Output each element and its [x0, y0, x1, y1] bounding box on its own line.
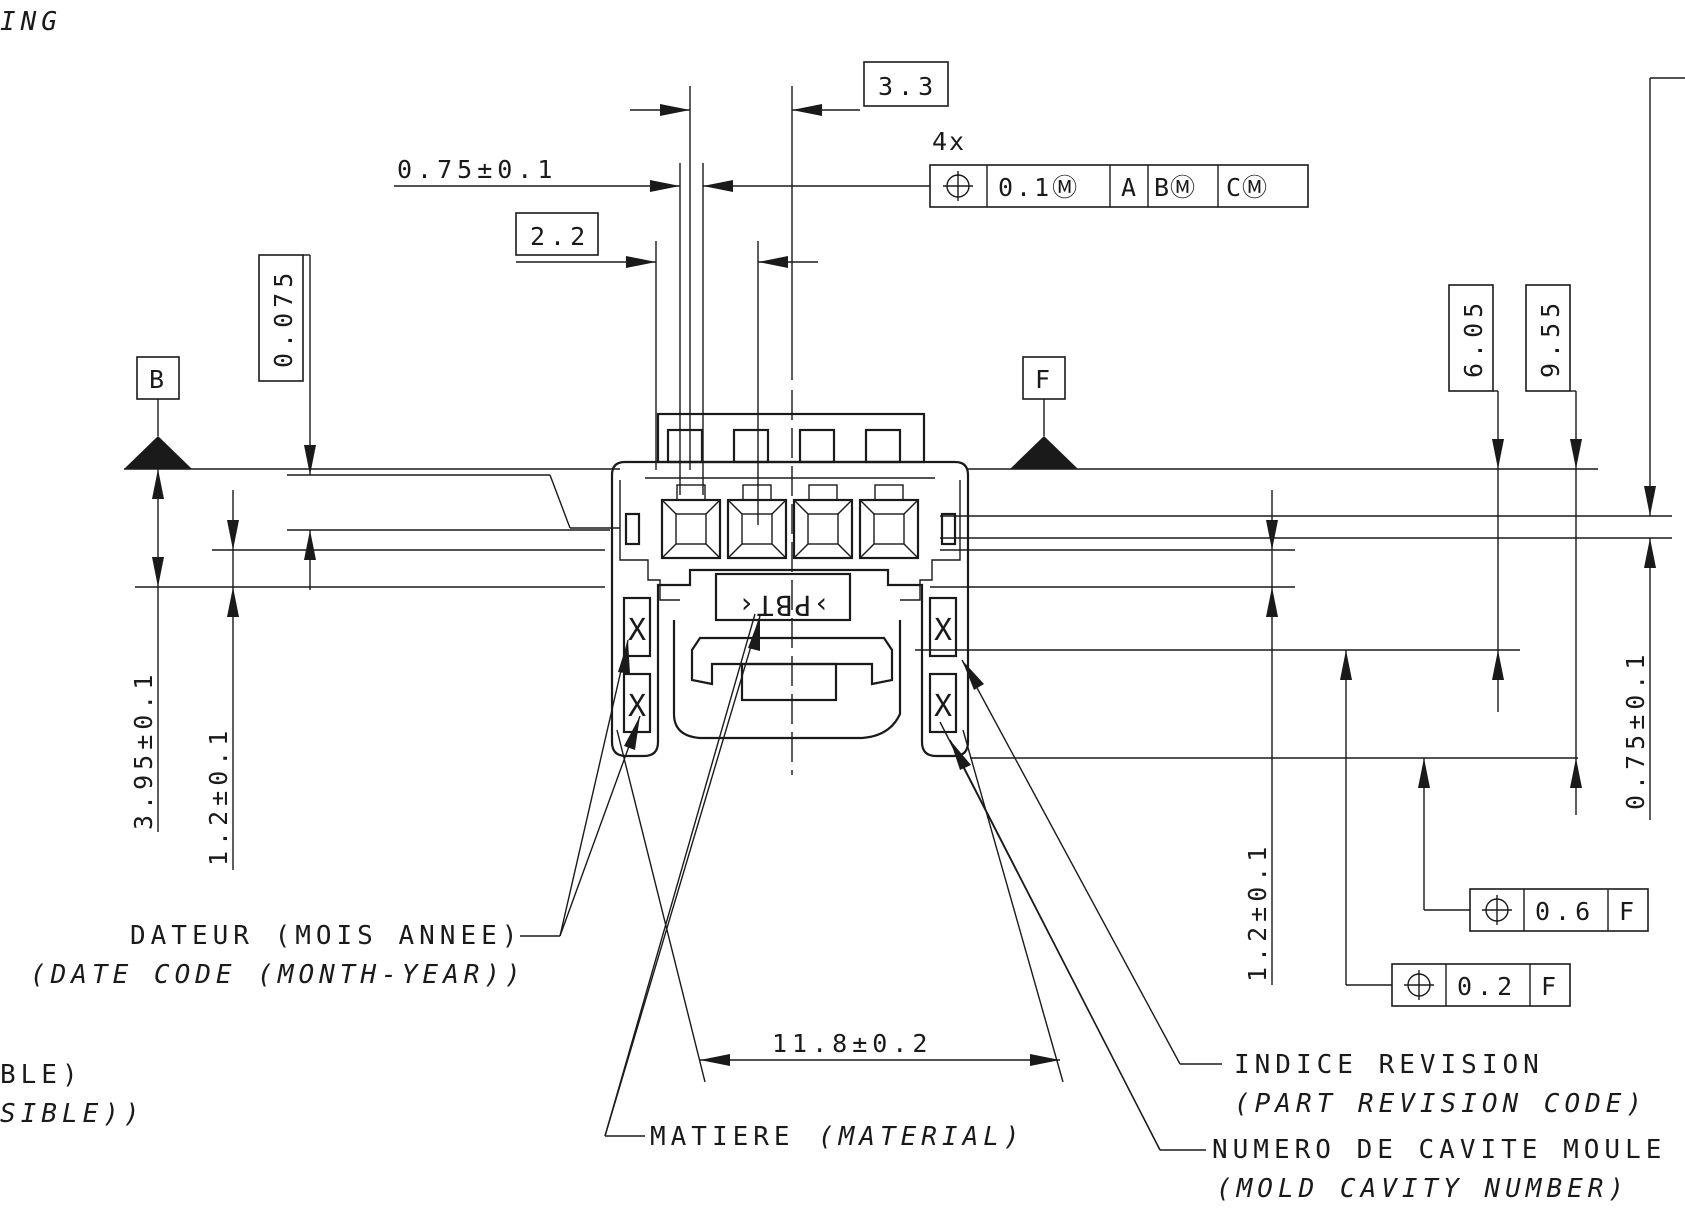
- datum-f: F: [1010, 356, 1078, 469]
- dim-2-2-value: 2.2: [530, 222, 590, 251]
- partial-label-fr: BLE): [0, 1060, 83, 1090]
- callout-revision: INDICE REVISION (PART REVISION CODE): [961, 659, 1647, 1119]
- dim-6-05-value: 6.05: [1459, 298, 1488, 378]
- mark-x-label: X: [934, 689, 952, 724]
- mark-x-right-bottom: X: [928, 672, 958, 734]
- datum-b-label: B: [149, 365, 169, 394]
- gdt-0-2-tolerance: 0.2: [1457, 972, 1517, 1001]
- dim-0-75-right-value: 0.75±0.1: [1621, 650, 1650, 810]
- quantity-4x: 4x: [932, 127, 966, 156]
- date-code-label-en: (DATE CODE (MONTH-YEAR)): [30, 960, 526, 990]
- callout-material: MATIERE (MATERIAL): [604, 613, 1025, 1152]
- dim-3-95: 3.95±0.1: [129, 469, 605, 832]
- date-code-label-fr: DATEUR (MOIS ANNEE): [130, 921, 522, 951]
- dim-1-2-left: 1.2±0.1: [204, 490, 605, 870]
- cavity-1: [660, 484, 722, 560]
- gdt-tolerance: 0.1Ⓜ: [998, 173, 1080, 202]
- cavity-label-en: (MOLD CAVITY NUMBER): [1216, 1174, 1629, 1204]
- gdt-0-2-datum: F: [1541, 972, 1561, 1001]
- mark-x-right-top: X: [928, 596, 958, 658]
- dim-0-75-right: 0.75±0.1: [1621, 77, 1685, 820]
- drawing-title-fragment: ING: [0, 7, 62, 37]
- revision-label-en: (PART REVISION CODE): [1234, 1089, 1647, 1119]
- datum-b: B: [124, 356, 192, 469]
- cavity-3: [792, 484, 854, 560]
- gdt-frame-0-2: 0.2 F: [1340, 650, 1571, 1007]
- dim-1-2-right: 1.2±0.1: [1243, 490, 1278, 985]
- dim-9-55-value: 9.55: [1536, 298, 1565, 378]
- gdt-frame-0-6: 0.6 F: [1418, 758, 1649, 932]
- material-label-fr: MATIERE: [650, 1122, 795, 1152]
- dim-11-8: 11.8±0.2: [616, 729, 1064, 1083]
- dim-11-8-value: 11.8±0.2: [772, 1029, 932, 1058]
- cavity-label-fr: NUMERO DE CAVITE MOULE: [1212, 1135, 1666, 1165]
- dim-0-075-value: 0.075: [269, 268, 298, 368]
- partial-label-en: SIBLE)): [0, 1099, 145, 1129]
- gdt-0-6-tolerance: 0.6: [1535, 897, 1595, 926]
- revision-label-fr: INDICE REVISION: [1234, 1050, 1544, 1080]
- dim-0-75-value: 0.75±0.1: [397, 155, 557, 184]
- gdt-datum-b: BⓂ: [1154, 173, 1196, 202]
- gdt-datum-c: CⓂ: [1226, 173, 1268, 202]
- dim-1-2-right-value: 1.2±0.1: [1243, 842, 1272, 982]
- dim-0-75: 0.75±0.1: [394, 155, 930, 495]
- cavity-2: [726, 484, 788, 560]
- dim-0-075: 0.075: [258, 254, 620, 590]
- mark-x-label: X: [934, 613, 952, 648]
- mark-x-label: X: [628, 689, 646, 724]
- material-code-mark: ›PBT‹: [736, 589, 830, 622]
- dim-1-2-left-value: 1.2±0.1: [204, 726, 233, 866]
- callout-partial-left: BLE) SIBLE)): [0, 1060, 145, 1129]
- dim-3-3-value: 3.3: [878, 72, 938, 101]
- gdt-datum-a: A: [1121, 173, 1141, 202]
- cavity-4: [858, 484, 920, 560]
- connector-body: ›PBT‹ X X X X: [610, 390, 970, 775]
- dim-9-55: 9.55: [1525, 284, 1582, 815]
- gdt-position-frame: 4x 0.1Ⓜ A BⓂ CⓂ: [929, 127, 1309, 208]
- datum-f-label: F: [1035, 365, 1055, 394]
- dim-3-3: 3.3: [630, 61, 949, 470]
- mark-x-left-top: X: [622, 596, 652, 658]
- material-label-en: (MATERIAL): [818, 1122, 1025, 1152]
- callout-cavity: NUMERO DE CAVITE MOULE (MOLD CAVITY NUMB…: [939, 721, 1666, 1204]
- gdt-0-6-datum: F: [1619, 897, 1639, 926]
- mark-x-label: X: [628, 613, 646, 648]
- dim-2-2: 2.2: [515, 212, 818, 525]
- dim-3-95-value: 3.95±0.1: [129, 670, 158, 830]
- callout-date-code: DATEUR (MOIS ANNEE) (DATE CODE (MONTH-YE…: [30, 639, 641, 990]
- dim-6-05: 6.05: [1448, 284, 1504, 712]
